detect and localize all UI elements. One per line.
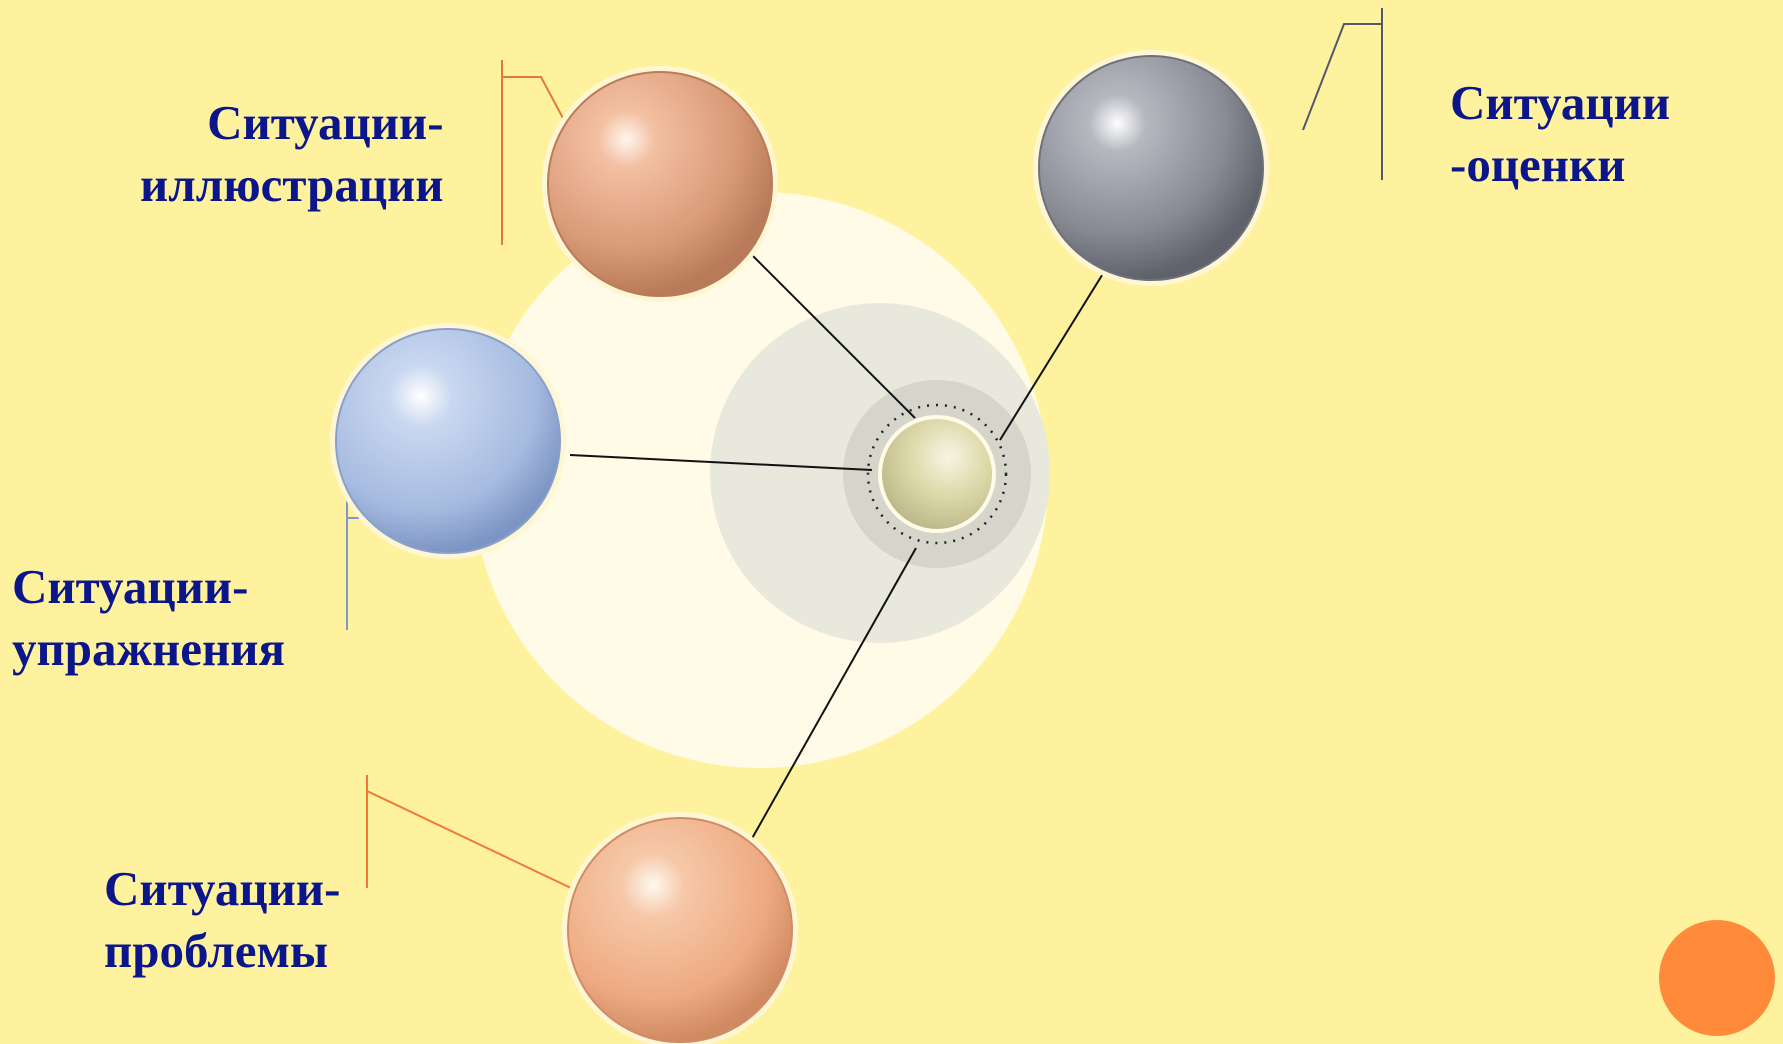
connector-problems (749, 547, 917, 843)
label-line: Ситуации- (104, 861, 341, 916)
sphere-exercises (335, 328, 561, 554)
corner-decoration-circle (1659, 920, 1775, 1036)
center-node-dotted-ring (866, 403, 1008, 545)
sphere-illustrations (547, 71, 773, 297)
center-node (878, 415, 996, 533)
label-line: Ситуации- (12, 559, 249, 614)
label-line: проблемы (104, 923, 329, 978)
connector-illustrations (751, 254, 916, 419)
callout-assessment-arm (1302, 23, 1382, 131)
sphere-assessment (1038, 55, 1264, 281)
label-line: Ситуации- (207, 95, 444, 150)
callout-problems-arm (366, 790, 593, 899)
label-line: Ситуации (1450, 75, 1671, 130)
connector-assessment (999, 271, 1105, 441)
sphere-problems (567, 817, 793, 1043)
label-situations-illustrations: Ситуации- иллюстрации (140, 92, 444, 216)
label-line: упражнения (12, 621, 285, 676)
label-situations-exercises: Ситуации- упражнения (12, 556, 285, 680)
connector-exercises (569, 454, 873, 471)
label-line: -оценки (1450, 137, 1626, 192)
label-situations-assessment: Ситуации -оценки (1450, 72, 1670, 196)
label-line: иллюстрации (140, 157, 444, 212)
label-situations-problems: Ситуации- проблемы (104, 858, 340, 982)
